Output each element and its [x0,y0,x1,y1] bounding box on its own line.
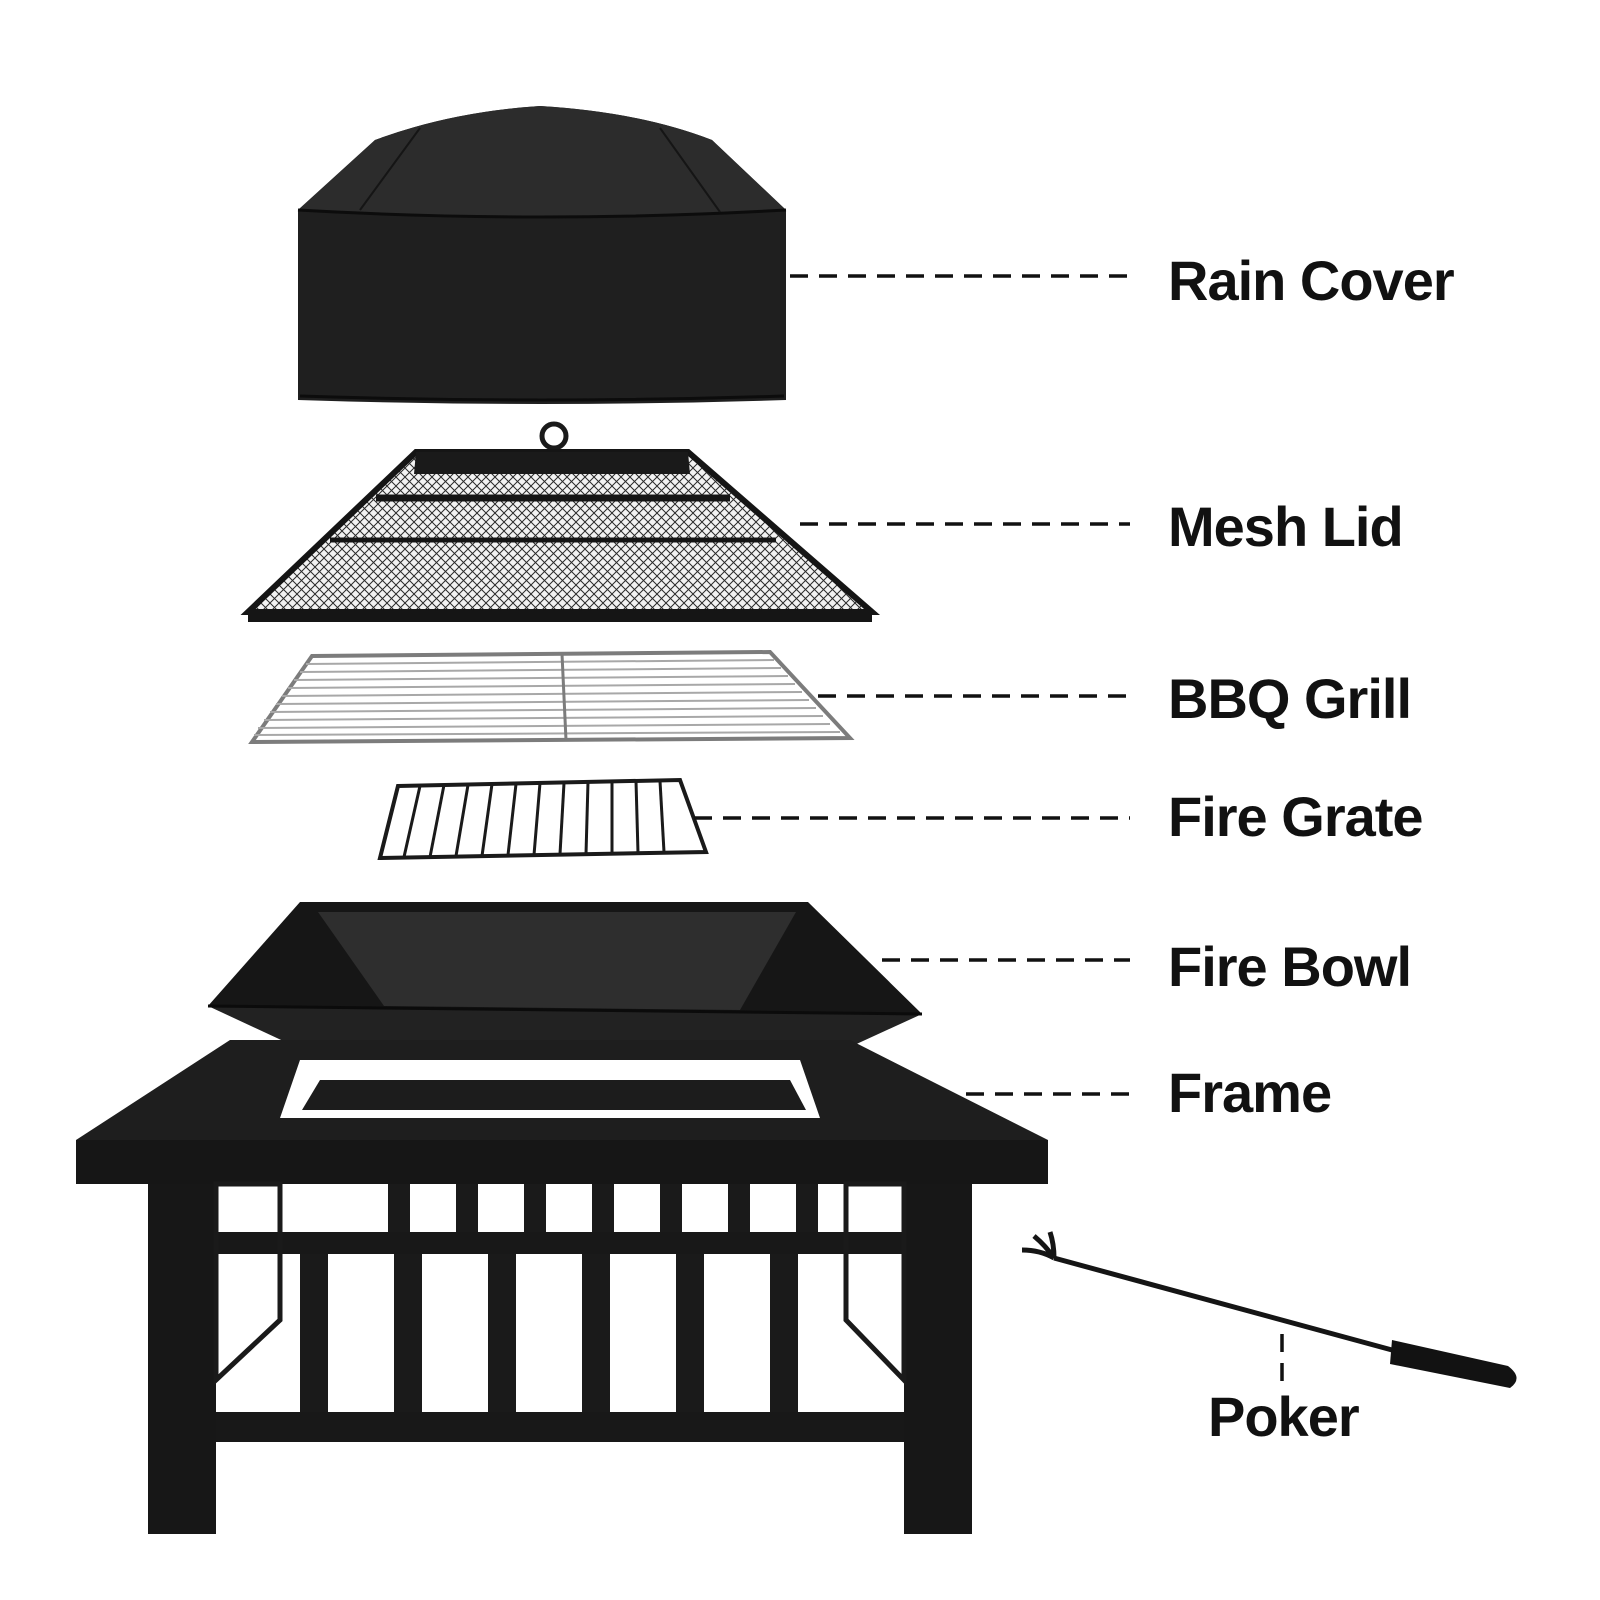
bbq-grill-illustration [248,649,855,745]
poker-illustration [1021,1231,1517,1388]
rain-cover-illustration [297,106,787,404]
fire-grate-label: Fire Grate [1168,785,1423,848]
poker-label: Poker [1208,1385,1359,1448]
mesh-lid-illustration [240,421,881,622]
frame-illustration [76,1040,1048,1534]
frame-label: Frame [1168,1061,1331,1124]
mesh-lid-label: Mesh Lid [1168,495,1403,558]
fire-grate-illustration [377,777,709,861]
fire-bowl-label: Fire Bowl [1168,935,1411,998]
rain-cover-label: Rain Cover [1168,249,1454,312]
bbq-grill-label: BBQ Grill [1168,667,1411,730]
